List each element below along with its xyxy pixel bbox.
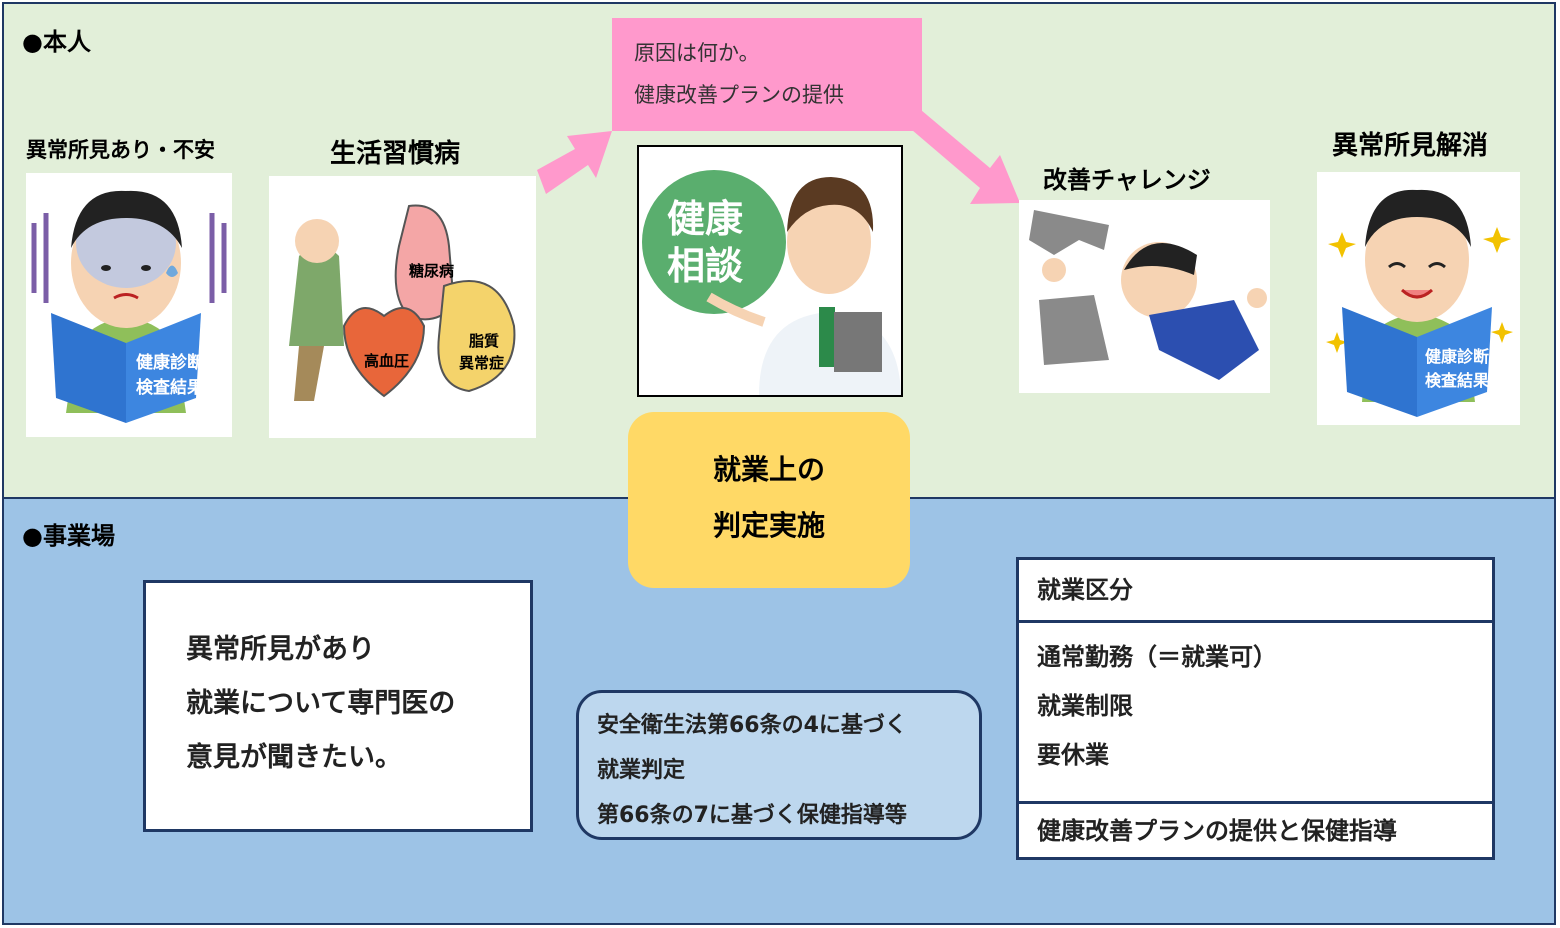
resolved-book-text-1: 健康診断 bbox=[1425, 347, 1489, 366]
anxious-person-illustration: 健康診断 検査結果 bbox=[26, 173, 232, 437]
health-consultation-illustration: 健康 相談 bbox=[637, 145, 903, 397]
classification-header: 就業区分 bbox=[1019, 560, 1492, 623]
stage-challenge-label: 改善チャレンジ bbox=[1043, 166, 1211, 194]
classification-footer: 健康改善プランの提供と保健指導 bbox=[1037, 817, 1397, 845]
classification-items: 通常勤務（＝就業可） 就業制限 要休業 bbox=[1019, 623, 1492, 804]
work-judgment-box: 就業上の 判定実施 bbox=[628, 412, 910, 588]
work-classification-table: 就業区分 通常勤務（＝就業可） 就業制限 要休業 健康改善プランの提供と保健指導 bbox=[1016, 557, 1495, 860]
individual-section-title: ●本人 bbox=[22, 28, 91, 56]
consult-line-plan: 健康改善プランの提供 bbox=[634, 83, 844, 107]
resolved-book-text-2: 検査結果 bbox=[1425, 371, 1489, 390]
blob-lipid-text-2: 異常症 bbox=[459, 354, 504, 372]
consult-sign-text-2: 相談 bbox=[667, 244, 743, 288]
blob-lipid-text-1: 脂質 bbox=[469, 332, 499, 350]
classification-item-normal: 通常勤務（＝就業可） bbox=[1037, 643, 1277, 671]
law-line-3: 第66条の7に基づく保健指導等 bbox=[597, 803, 907, 828]
stage-resolved-label: 異常所見解消 bbox=[1332, 131, 1489, 161]
blob-hypertension-text: 高血圧 bbox=[364, 352, 409, 370]
report-book-text-1: 健康診断 bbox=[136, 352, 204, 373]
classification-item-leave: 要休業 bbox=[1037, 741, 1109, 769]
law-line-2: 就業判定 bbox=[597, 758, 686, 783]
consultation-note-box: 原因は何か。 健康改善プランの提供 bbox=[612, 18, 922, 131]
consult-line-cause: 原因は何か。 bbox=[634, 41, 760, 65]
stage-anxiety-label: 異常所見あり・不安 bbox=[26, 138, 215, 162]
classification-item-restricted: 就業制限 bbox=[1037, 692, 1133, 720]
judgment-line-1: 就業上の bbox=[712, 453, 825, 486]
legal-basis-box: 安全衛生法第66条の4に基づく 就業判定 第66条の7に基づく保健指導等 bbox=[576, 690, 982, 840]
lifestyle-disease-illustration: 糖尿病 高血圧 脂質 異常症 bbox=[269, 176, 536, 438]
improvement-challenge-illustration bbox=[1019, 200, 1270, 393]
request-line-1: 異常所見があり bbox=[186, 634, 375, 665]
resolved-person-illustration: 健康診断 検査結果 bbox=[1317, 172, 1520, 425]
judgment-line-2: 判定実施 bbox=[712, 509, 825, 542]
stage-lifestyle-disease-label: 生活習慣病 bbox=[330, 139, 461, 169]
request-line-2: 就業について専門医の bbox=[186, 688, 456, 719]
law-line-1: 安全衛生法第66条の4に基づく bbox=[597, 713, 907, 738]
report-book-text-2: 検査結果 bbox=[136, 377, 204, 398]
request-line-3: 意見が聞きたい。 bbox=[186, 742, 402, 773]
workplace-section-title: ●事業場 bbox=[22, 522, 115, 550]
blob-diabetes-text: 糖尿病 bbox=[409, 262, 454, 280]
specialist-opinion-request-box: 異常所見があり 就業について専門医の 意見が聞きたい。 bbox=[143, 580, 533, 832]
consult-sign-text-1: 健康 bbox=[667, 197, 743, 241]
